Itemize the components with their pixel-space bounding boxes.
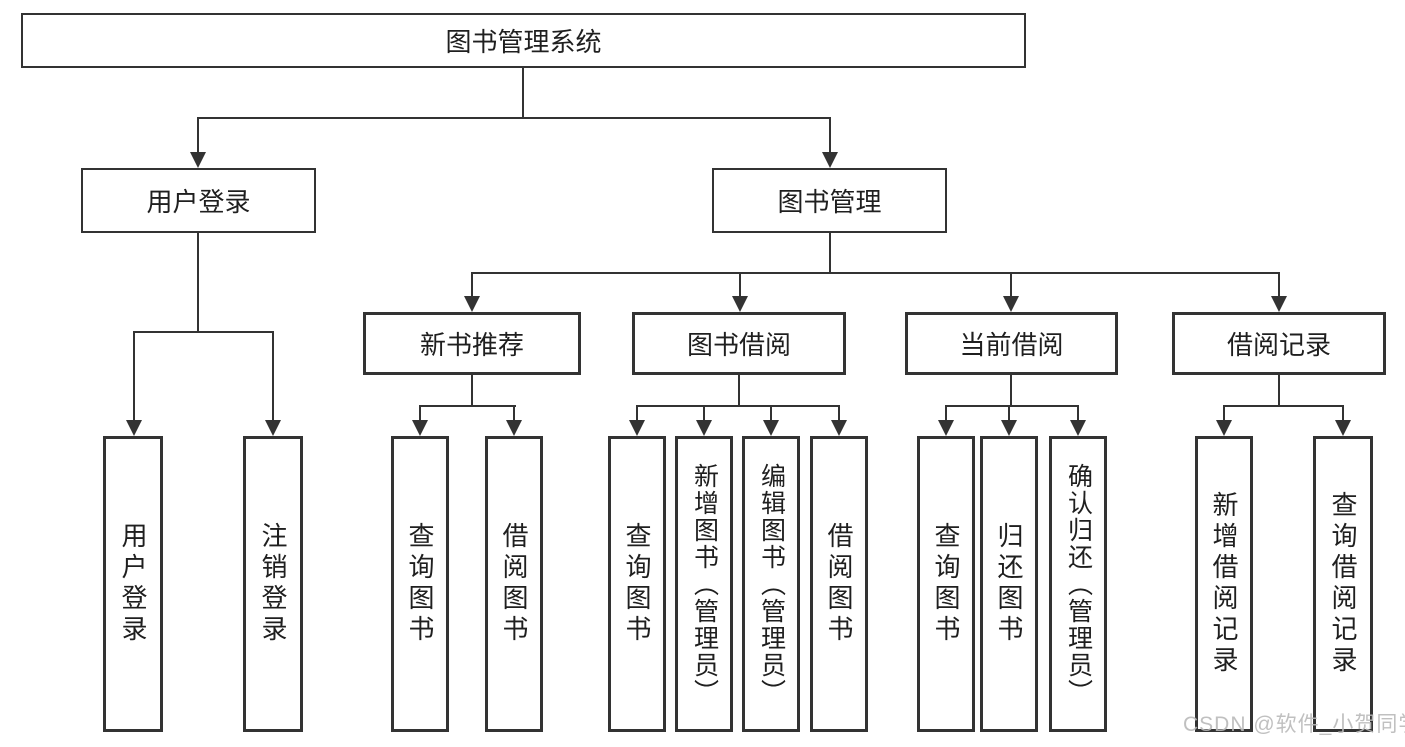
connector-line bbox=[471, 375, 473, 407]
node-label: 查询借阅记录 bbox=[1328, 491, 1358, 677]
node-label: 新书推荐 bbox=[419, 330, 524, 360]
connector-line bbox=[945, 405, 947, 423]
arrowhead-icon bbox=[1216, 420, 1232, 436]
node-label: 新增借阅记录 bbox=[1209, 491, 1239, 677]
node-login: 用户登录 bbox=[103, 436, 163, 732]
arrowhead-icon bbox=[822, 152, 838, 168]
node-label: 编辑图书（管理员） bbox=[757, 462, 786, 706]
node-bb-edit-books-admin: 编辑图书（管理员） bbox=[742, 436, 800, 732]
arrowhead-icon bbox=[190, 152, 206, 168]
connector-line bbox=[770, 405, 772, 423]
node-label: 用户登录 bbox=[118, 522, 148, 646]
node-book-borrowing: 图书借阅 bbox=[632, 312, 846, 375]
node-nbr-query-books: 查询图书 bbox=[391, 436, 449, 732]
connector-line bbox=[197, 233, 199, 333]
arrowhead-icon bbox=[412, 420, 428, 436]
connector-line bbox=[1278, 375, 1280, 407]
node-cb-return-books: 归还图书 bbox=[980, 436, 1038, 732]
node-label: 注销登录 bbox=[258, 522, 288, 646]
arrowhead-icon bbox=[1001, 420, 1017, 436]
node-label: 查询图书 bbox=[622, 522, 652, 646]
arrowhead-icon bbox=[629, 420, 645, 436]
connector-line bbox=[739, 272, 741, 298]
arrowhead-icon bbox=[1070, 420, 1086, 436]
connector-line bbox=[419, 405, 516, 407]
connector-line bbox=[197, 117, 199, 154]
arrowhead-icon bbox=[763, 420, 779, 436]
connector-line bbox=[636, 405, 840, 407]
connector-line bbox=[1010, 375, 1012, 407]
node-label: 当前借阅 bbox=[959, 330, 1064, 360]
arrowhead-icon bbox=[1335, 420, 1351, 436]
node-br-add-record: 新增借阅记录 bbox=[1195, 436, 1253, 732]
node-user-login: 用户登录 bbox=[81, 168, 316, 233]
arrowhead-icon bbox=[938, 420, 954, 436]
connector-line bbox=[1342, 405, 1344, 423]
connector-line bbox=[197, 117, 831, 119]
node-label: 用户登录 bbox=[146, 187, 251, 217]
arrowhead-icon bbox=[732, 296, 748, 312]
connector-line bbox=[1077, 405, 1079, 423]
arrowhead-icon bbox=[464, 296, 480, 312]
node-label: 查询图书 bbox=[931, 522, 961, 646]
node-label: 查询图书 bbox=[405, 522, 435, 646]
node-label: 图书管理 bbox=[777, 187, 882, 217]
arrowhead-icon bbox=[506, 420, 522, 436]
arrowhead-icon bbox=[265, 420, 281, 436]
connector-line bbox=[1010, 272, 1012, 298]
node-label: 借阅图书 bbox=[499, 522, 529, 646]
node-label: 确认归还（管理员） bbox=[1064, 462, 1093, 706]
node-label: 图书借阅 bbox=[686, 330, 791, 360]
node-bb-borrow-books: 借阅图书 bbox=[810, 436, 868, 732]
connector-line bbox=[738, 375, 740, 407]
connector-line bbox=[636, 405, 638, 423]
csdn-watermark: CSDN @软件_小贺同学 bbox=[1183, 713, 1405, 736]
connector-line bbox=[133, 331, 135, 422]
node-current-borrowing: 当前借阅 bbox=[905, 312, 1118, 375]
connector-line bbox=[1223, 405, 1344, 407]
node-label: 图书管理系统 bbox=[445, 27, 602, 57]
node-nbr-borrow-books: 借阅图书 bbox=[485, 436, 543, 732]
connector-line bbox=[838, 405, 840, 423]
connector-line bbox=[1223, 405, 1225, 423]
connector-line bbox=[829, 117, 831, 154]
node-book-management: 图书管理 bbox=[712, 168, 947, 233]
connector-line bbox=[1278, 272, 1280, 298]
node-label: 借阅图书 bbox=[824, 522, 854, 646]
arrowhead-icon bbox=[1003, 296, 1019, 312]
connector-line bbox=[272, 331, 274, 422]
connector-line bbox=[522, 68, 524, 119]
arrowhead-icon bbox=[126, 420, 142, 436]
arrowhead-icon bbox=[696, 420, 712, 436]
connector-line bbox=[945, 405, 1079, 407]
node-new-book-recommend: 新书推荐 bbox=[363, 312, 581, 375]
node-borrowing-records: 借阅记录 bbox=[1172, 312, 1386, 375]
node-label: 归还图书 bbox=[994, 522, 1024, 646]
connector-line bbox=[703, 405, 705, 423]
connector-line bbox=[471, 272, 473, 298]
node-logout: 注销登录 bbox=[243, 436, 303, 732]
arrowhead-icon bbox=[1271, 296, 1287, 312]
connector-line bbox=[133, 331, 274, 333]
node-br-query-record: 查询借阅记录 bbox=[1313, 436, 1373, 732]
node-cb-confirm-return-admin: 确认归还（管理员） bbox=[1049, 436, 1107, 732]
connector-line bbox=[829, 233, 831, 274]
node-cb-query-books: 查询图书 bbox=[917, 436, 975, 732]
node-label: 新增图书（管理员） bbox=[690, 462, 719, 706]
node-label: 借阅记录 bbox=[1226, 330, 1331, 360]
connector-line bbox=[471, 272, 1280, 274]
node-bb-add-books-admin: 新增图书（管理员） bbox=[675, 436, 733, 732]
node-bb-query-books: 查询图书 bbox=[608, 436, 666, 732]
arrowhead-icon bbox=[831, 420, 847, 436]
node-library-system: 图书管理系统 bbox=[21, 13, 1026, 68]
connector-line bbox=[1008, 405, 1010, 423]
connector-line bbox=[419, 405, 421, 423]
connector-line bbox=[513, 405, 515, 423]
